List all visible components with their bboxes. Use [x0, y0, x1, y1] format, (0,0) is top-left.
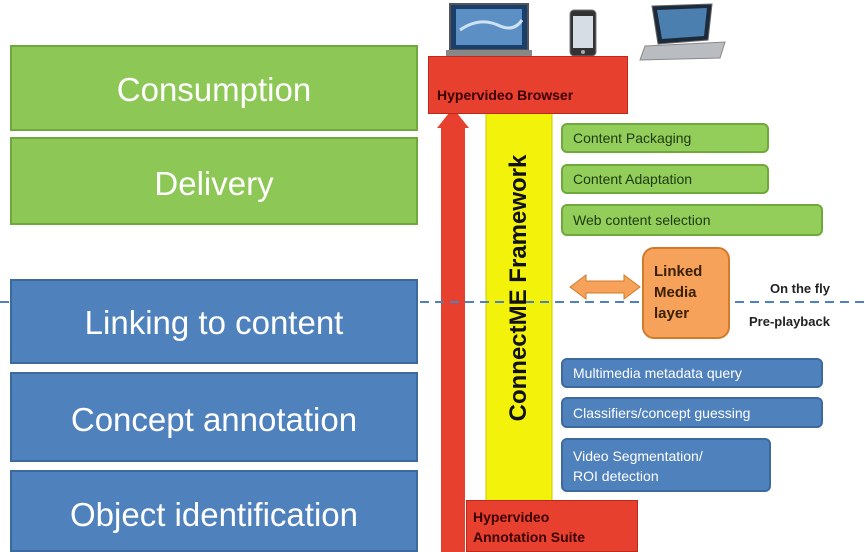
hypervideo-browser-box: Hypervideo Browser — [428, 56, 628, 114]
monitor-icon — [446, 3, 532, 56]
red-arrow-head — [437, 108, 469, 128]
stage-linking: Linking to content — [10, 279, 418, 364]
stage-linking-label: Linking to content — [84, 304, 344, 341]
double-arrow-icon — [569, 274, 641, 300]
stage-delivery: Delivery — [10, 137, 418, 225]
module-web-content-selection: Web content selection — [561, 204, 823, 236]
module-metadata-query: Multimedia metadata query — [561, 358, 823, 388]
hypervideo-browser-label: Hypervideo Browser — [437, 87, 574, 103]
stage-concept: Concept annotation — [10, 372, 418, 462]
pre-playback-label: Pre-playback — [749, 314, 830, 329]
on-the-fly-label: On the fly — [770, 281, 830, 296]
stage-consumption-label: Consumption — [116, 71, 312, 108]
linked-media-box: Linked Media layer — [642, 247, 730, 339]
module-content-packaging: Content Packaging — [561, 123, 769, 153]
module-classifiers: Classifiers/concept guessing — [561, 397, 823, 428]
module-content-adaptation: Content Adaptation — [561, 164, 769, 194]
module-video-segmentation-label: Video Segmentation/ ROI detection — [573, 448, 703, 484]
stage-delivery-label: Delivery — [154, 165, 274, 202]
laptop-icon — [639, 3, 726, 61]
stage-object: Object identification — [10, 470, 418, 552]
annotation-suite-box: Hypervideo Annotation Suite — [466, 500, 638, 552]
stage-object-label: Object identification — [70, 496, 358, 533]
devices-illustration — [446, 3, 726, 61]
stage-concept-label: Concept annotation — [70, 401, 358, 438]
framework-bar — [485, 111, 553, 503]
linked-media-label: Linked Media layer — [654, 263, 703, 322]
red-arrow-shaft — [441, 128, 465, 552]
annotation-suite-label: Hypervideo Annotation Suite — [473, 509, 585, 545]
module-video-segmentation: Video Segmentation/ ROI detection — [561, 438, 771, 492]
phone-icon — [569, 9, 597, 57]
framework-label: ConnectME Framework — [505, 154, 532, 422]
stage-consumption: Consumption — [10, 45, 418, 131]
